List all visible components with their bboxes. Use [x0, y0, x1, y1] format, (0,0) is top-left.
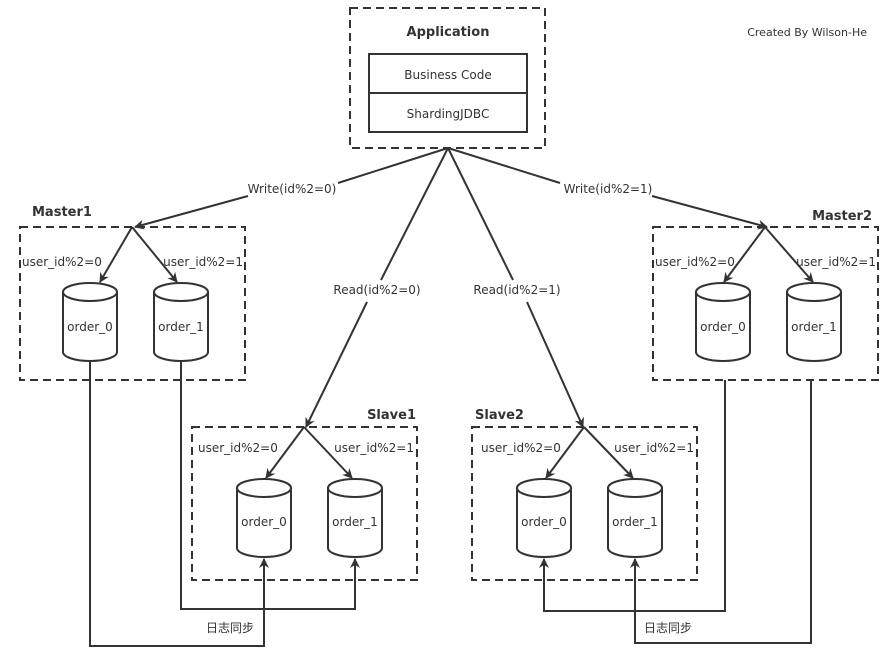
write-master1-edge-b: [134, 195, 249, 230]
slave2-order1-db[interactable]: order_1: [607, 478, 663, 558]
read-slave2-edge-a: [447, 147, 514, 281]
master1-container: [19, 226, 246, 381]
sharding-jdbc-layer[interactable]: [368, 92, 528, 133]
master1-split-right-label: user_id%2=1: [163, 255, 243, 269]
master1-split-left-label: user_id%2=0: [22, 255, 102, 269]
master2-split-left-edge: [723, 226, 766, 283]
master2-split-left-label: user_id%2=0: [655, 255, 735, 269]
write-master2-edge-a: [447, 147, 561, 184]
read-slave1-edge-a: [380, 147, 449, 281]
routing-edges: [134, 147, 768, 428]
sync-master1-order1-to-slave1-edge: [180, 361, 360, 610]
slave1-group: Slave1 user_id%2=0 user_id%2=1 order_0 o…: [191, 408, 418, 581]
slave1-order1-label: order_1: [332, 515, 378, 529]
sync-master2-order1-to-slave2-edge: [630, 380, 812, 644]
master1-order1-label: order_1: [158, 320, 204, 334]
sync-label-left: 日志同步: [206, 621, 254, 635]
master2-split-right-edge: [764, 226, 814, 283]
slave1-order0-label: order_0: [241, 515, 287, 529]
slave2-split-left-label: user_id%2=0: [481, 441, 561, 455]
write-master1-edge-a: [337, 147, 449, 184]
master2-title: Master2: [812, 209, 872, 224]
slave1-container: [191, 426, 418, 581]
slave2-order0-label: order_0: [521, 515, 567, 529]
master1-order0-db[interactable]: order_0: [62, 282, 118, 362]
master1-title: Master1: [32, 205, 92, 220]
master1-split-right-edge: [131, 226, 178, 283]
slave2-group: Slave2 user_id%2=0 user_id%2=1 order_0 o…: [471, 408, 698, 581]
read-slave1-edge-b: [305, 301, 368, 428]
slave2-title: Slave2: [475, 408, 524, 423]
master1-order0-label: order_0: [67, 320, 113, 334]
sharding-jdbc-label: ShardingJDBC: [407, 107, 490, 121]
slave1-split-right-edge: [303, 426, 353, 479]
read-slave1-label: Read(id%2=0): [333, 283, 420, 297]
sync-master1-order0-to-slave1-edge: [89, 361, 269, 647]
slave1-split-right-label: user_id%2=1: [334, 441, 414, 455]
master2-order1-label: order_1: [791, 320, 837, 334]
slave2-order0-db[interactable]: order_0: [516, 478, 572, 558]
sync-edges-right: [539, 380, 812, 644]
slave1-split-left-edge: [265, 426, 305, 479]
sync-label-right: 日志同步: [644, 621, 692, 635]
write-master2-edge-b: [651, 195, 768, 230]
application-title: Application: [407, 25, 490, 40]
slave2-split-right-label: user_id%2=1: [614, 441, 694, 455]
application-group: Application Business Code ShardingJDBC: [349, 7, 546, 149]
master2-order1-db[interactable]: order_1: [786, 282, 842, 362]
slave1-order0-db[interactable]: order_0: [236, 478, 292, 558]
slave1-split-left-label: user_id%2=0: [198, 441, 278, 455]
master2-order0-db[interactable]: order_0: [695, 282, 751, 362]
master2-order0-label: order_0: [700, 320, 746, 334]
read-slave2-edge-b: [526, 301, 584, 428]
write-master2-label: Write(id%2=1): [564, 182, 653, 196]
slave1-title: Slave1: [367, 408, 416, 423]
credit-text: Created By Wilson-He: [747, 26, 867, 39]
slave1-order1-db[interactable]: order_1: [327, 478, 383, 558]
slave2-order1-label: order_1: [612, 515, 658, 529]
master2-split-right-label: user_id%2=1: [796, 255, 876, 269]
business-code-label: Business Code: [404, 68, 491, 82]
write-master1-label: Write(id%2=0): [248, 182, 337, 196]
slave2-split-left-edge: [545, 426, 585, 479]
master1-group: Master1 user_id%2=0 user_id%2=1 order_0 …: [19, 205, 246, 381]
slave2-split-right-edge: [583, 426, 634, 479]
sync-edges-left: [89, 361, 360, 647]
master1-order1-db[interactable]: order_1: [153, 282, 209, 362]
master2-group: Master2 user_id%2=0 user_id%2=1 order_0 …: [652, 209, 879, 381]
master2-container: [652, 226, 879, 381]
master1-split-left-edge: [99, 226, 133, 283]
read-slave2-label: Read(id%2=1): [473, 283, 560, 297]
slave2-container: [471, 426, 698, 581]
